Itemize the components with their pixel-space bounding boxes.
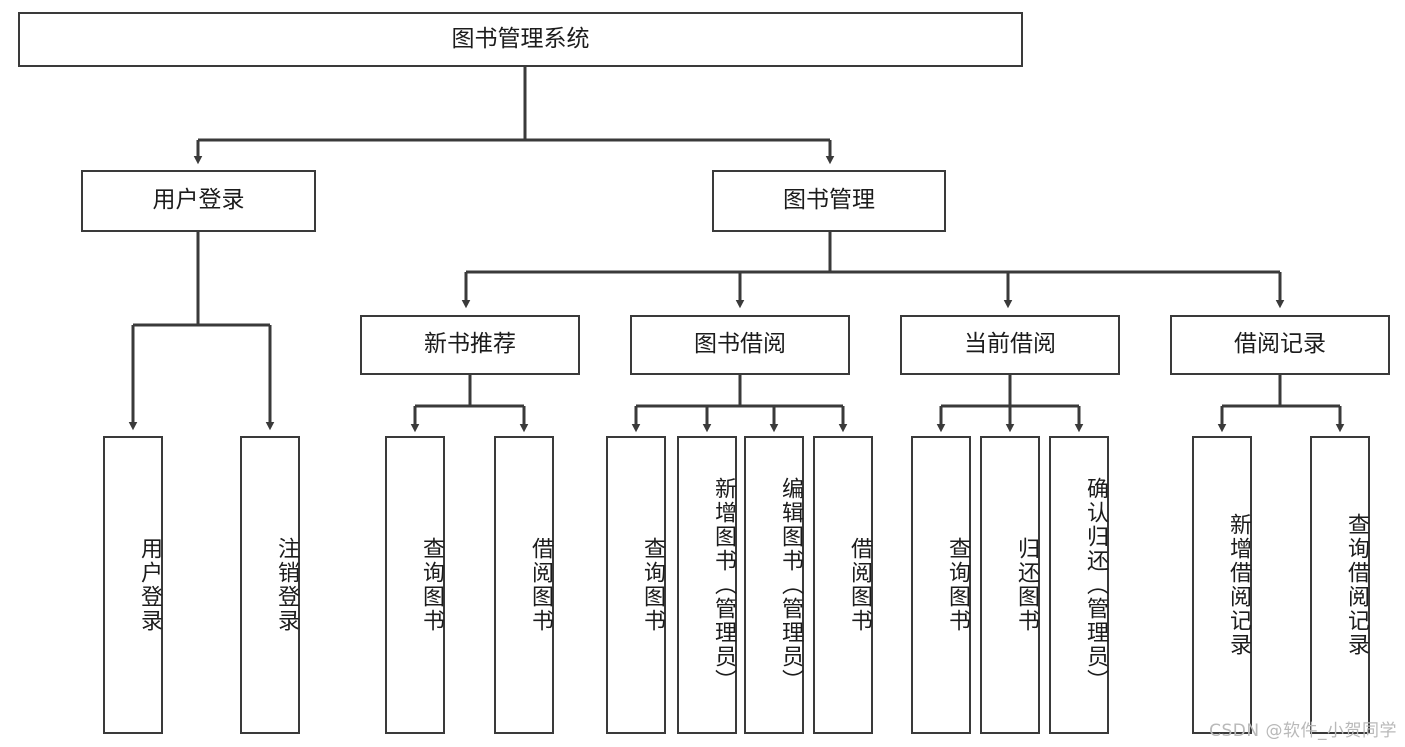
leaf-new-book-query[interactable]: 查询图书 (385, 436, 445, 734)
leaf-current-borrow-query[interactable]: 查询图书 (911, 436, 971, 734)
leaf-book-borrow-edit[interactable]: 编辑图书（管理员） (744, 436, 804, 734)
leaf-label: 新增图书（管理员） (711, 477, 736, 693)
leaf-label: 查询图书 (945, 537, 970, 633)
leaf-label: 用户登录 (137, 537, 162, 633)
node-book-management[interactable]: 图书管理 (712, 170, 946, 232)
leaf-user-login-logout[interactable]: 注销登录 (240, 436, 300, 734)
leaf-label: 确认归还（管理员） (1083, 477, 1108, 693)
leaf-label: 新增借阅记录 (1226, 513, 1251, 657)
leaf-book-borrow-borrow[interactable]: 借阅图书 (813, 436, 873, 734)
node-borrow-record[interactable]: 借阅记录 (1170, 315, 1390, 375)
leaf-borrow-record-query[interactable]: 查询借阅记录 (1310, 436, 1370, 734)
leaf-label: 归还图书 (1014, 537, 1039, 633)
leaf-label: 查询图书 (419, 537, 444, 633)
leaf-label: 借阅图书 (528, 537, 553, 633)
leaf-label: 借阅图书 (847, 537, 872, 633)
csdn-watermark: CSDN @软件_小贺同学 (1209, 721, 1397, 741)
leaf-user-login-login[interactable]: 用户登录 (103, 436, 163, 734)
node-root-system[interactable]: 图书管理系统 (18, 12, 1023, 67)
leaf-borrow-record-add[interactable]: 新增借阅记录 (1192, 436, 1252, 734)
leaf-label: 编辑图书（管理员） (778, 477, 803, 693)
node-new-book-recommend[interactable]: 新书推荐 (360, 315, 580, 375)
node-book-borrow[interactable]: 图书借阅 (630, 315, 850, 375)
node-current-borrow[interactable]: 当前借阅 (900, 315, 1120, 375)
node-user-login[interactable]: 用户登录 (81, 170, 316, 232)
leaf-label: 注销登录 (274, 537, 299, 633)
leaf-current-borrow-return[interactable]: 归还图书 (980, 436, 1040, 734)
leaf-book-borrow-query[interactable]: 查询图书 (606, 436, 666, 734)
leaf-new-book-borrow[interactable]: 借阅图书 (494, 436, 554, 734)
leaf-current-borrow-confirm[interactable]: 确认归还（管理员） (1049, 436, 1109, 734)
leaf-book-borrow-add[interactable]: 新增图书（管理员） (677, 436, 737, 734)
leaf-label: 查询借阅记录 (1344, 513, 1369, 657)
leaf-label: 查询图书 (640, 537, 665, 633)
